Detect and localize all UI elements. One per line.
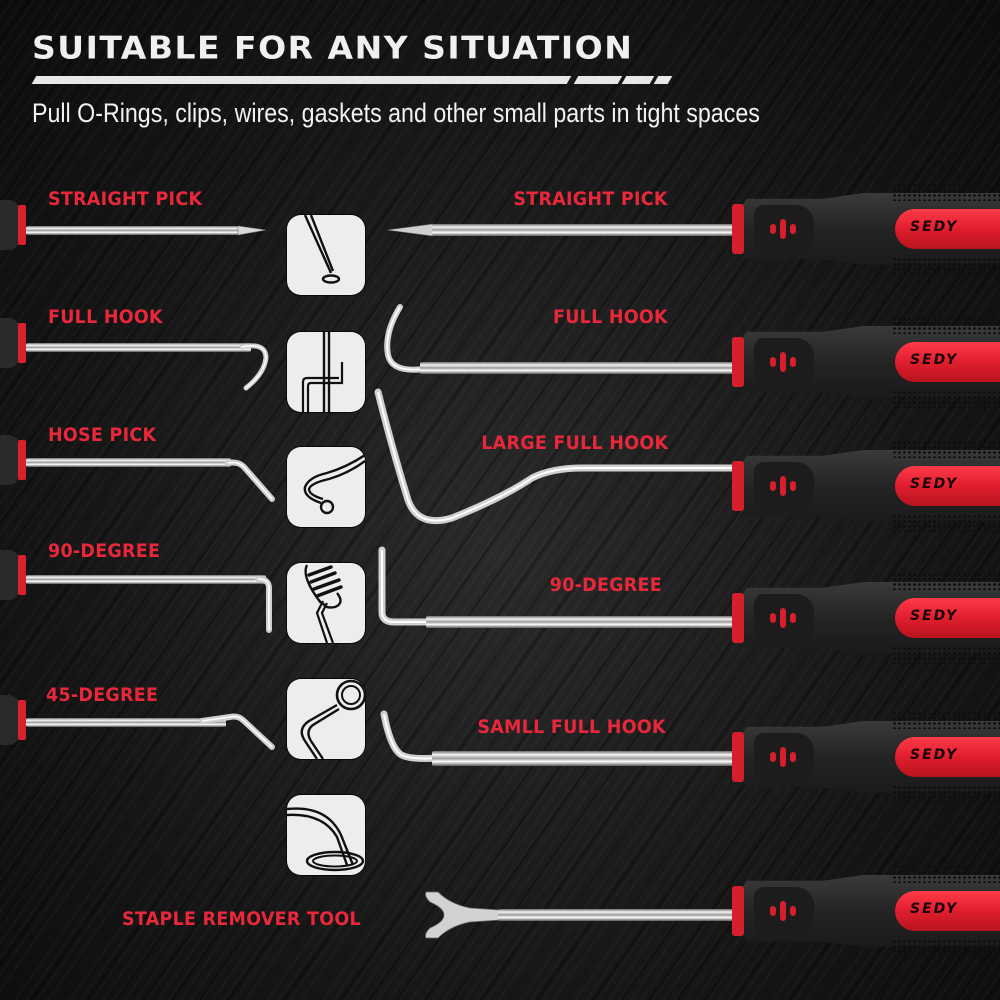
hook-tip-icon	[384, 304, 427, 373]
handle-stub	[0, 550, 20, 600]
right-angle-tip-icon	[378, 546, 434, 626]
tool-label: STRAIGHT PICK	[513, 188, 668, 210]
screwdriver-handle: SEDY	[732, 865, 1000, 957]
handle-collar	[18, 323, 26, 363]
large-hook-icon	[374, 388, 738, 525]
right-angle-tip-icon	[255, 576, 272, 633]
steel-shaft	[498, 909, 734, 921]
handle-collar	[18, 440, 26, 480]
tool-label: STRAIGHT PICK	[48, 188, 203, 210]
underline-bar	[31, 76, 572, 84]
handle-collar	[18, 700, 26, 740]
screwdriver-handle: SEDY	[732, 316, 1000, 408]
steel-shaft	[426, 616, 734, 628]
handle-stub	[0, 435, 20, 485]
screwdriver-handle: SEDY	[732, 440, 1000, 532]
handle-stub	[0, 200, 20, 250]
screwdriver-handle: SEDY	[732, 572, 1000, 664]
steel-shaft	[26, 343, 251, 352]
steel-shaft	[26, 226, 241, 235]
hose-pick-ring-icon	[287, 447, 365, 527]
steel-shaft	[432, 224, 734, 236]
hook-tip-icon	[239, 343, 269, 391]
steel-shaft	[432, 751, 734, 766]
screwdriver-handle: SEDY	[732, 711, 1000, 803]
bent-tip-icon	[225, 459, 275, 502]
brand-logo: SEDY	[910, 747, 959, 763]
underline-dash	[573, 76, 623, 84]
handle-collar	[18, 205, 26, 245]
handle-collar	[18, 555, 26, 595]
underline-dash	[621, 76, 655, 84]
handle-stub	[0, 318, 20, 368]
tool-label: 90-DEGREE	[48, 540, 161, 562]
tool-label: 45-DEGREE	[46, 684, 159, 706]
tool-label-staple-remover: STAPLE REMOVER TOOL	[122, 908, 361, 930]
brand-logo: SEDY	[910, 476, 959, 492]
screwdriver-handle: SEDY	[732, 183, 1000, 275]
pick-tip-icon	[386, 223, 434, 237]
tool-label: FULL HOOK	[48, 306, 163, 328]
tool-label: HOSE PICK	[48, 424, 157, 446]
tool-label: LARGE FULL HOOK	[480, 432, 668, 454]
tool-label: SAMLL FULL HOOK	[477, 716, 666, 738]
angled-pick-oring-icon	[287, 679, 365, 759]
steel-shaft	[26, 575, 266, 584]
brand-logo: SEDY	[910, 352, 959, 368]
brand-logo: SEDY	[910, 219, 959, 235]
straight-pick-oring-icon	[287, 215, 365, 295]
page-title: SUITABLE FOR ANY SITUATION	[32, 28, 634, 67]
tool-label: 90-DEGREE	[549, 574, 662, 596]
steel-shaft	[26, 718, 226, 727]
handle-stub	[0, 695, 20, 745]
gasket-pull-icon	[287, 795, 365, 875]
steel-shaft	[420, 362, 734, 374]
forked-tip-icon	[425, 891, 501, 939]
steel-shaft	[26, 458, 231, 467]
brand-logo: SEDY	[910, 608, 959, 624]
small-hook-tip-icon	[380, 710, 442, 762]
page-subtitle: Pull O-Rings, clips, wires, gaskets and …	[32, 98, 760, 128]
spring-hook-icon	[287, 563, 365, 643]
pick-tip-icon	[237, 225, 267, 236]
tool-label: FULL HOOK	[553, 306, 668, 328]
angled-tip-icon	[199, 713, 275, 750]
full-hook-gap-icon	[287, 332, 365, 412]
brand-logo: SEDY	[910, 901, 959, 917]
